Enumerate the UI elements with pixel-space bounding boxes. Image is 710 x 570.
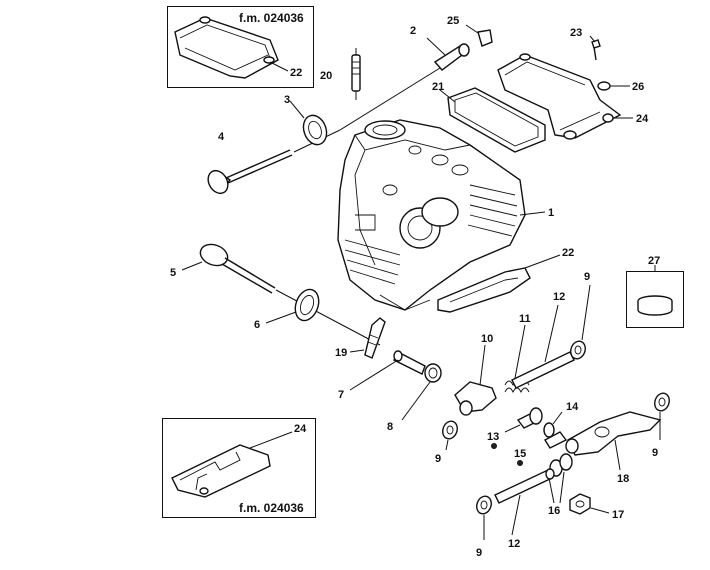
rocker-shaft-12-upper-drawing: [511, 304, 575, 389]
part-label-3: 3: [284, 94, 290, 106]
part-label-26: 26: [632, 81, 644, 93]
ring-27-drawing: [637, 265, 673, 316]
washer-9-left-drawing: [442, 420, 458, 451]
part-label-27: 27: [648, 255, 660, 267]
valve-4-drawing: [207, 129, 341, 195]
rocker-bracket-inset-drawing: [171, 431, 293, 498]
part-label-10: 10: [481, 333, 493, 345]
part-label-12: 12: [553, 291, 565, 303]
rocker-cover-24-drawing: [497, 53, 633, 140]
leader-3: [289, 100, 305, 119]
rocker-arm-18-drawing: [565, 411, 662, 471]
bushing-15-drawing: [517, 431, 568, 466]
part-label-24-inset: 24: [294, 423, 307, 435]
inset-code-label: f.m. 024036: [239, 11, 304, 25]
washer-14-drawing: [543, 411, 563, 438]
part-label-21: 21: [432, 81, 444, 93]
nut-26-drawing: [597, 81, 630, 91]
part-label-25: 25: [447, 15, 459, 27]
part-label-16: 16: [548, 505, 560, 517]
inset-code-label: f.m. 024036: [239, 501, 304, 515]
part-label-17: 17: [612, 509, 624, 521]
inset-rocker-bracket-24: f.m. 024036: [162, 418, 316, 518]
cap-8-drawing: [401, 363, 442, 421]
part-label-9: 9: [584, 271, 590, 283]
valve-seal-6-drawing: [265, 288, 320, 324]
part-label-8: 8: [387, 421, 393, 433]
part-label-9: 9: [476, 547, 482, 559]
bushing-13-drawing: [491, 407, 543, 449]
rocker-arm-10-drawing: [454, 344, 497, 416]
stud-19-drawing: [349, 317, 386, 359]
nut-17-drawing: [569, 493, 610, 515]
valve-seal-3-drawing: [302, 114, 328, 146]
part-label-12: 12: [508, 538, 520, 550]
washer-9-right-drawing: [654, 392, 670, 440]
valve-guide-7-drawing: [349, 350, 426, 391]
part-label-9: 9: [435, 453, 441, 465]
screw-23-drawing: [589, 35, 601, 61]
gasket-22-drawing: [437, 254, 561, 313]
part-label-11: 11: [519, 313, 531, 325]
washer-9-bottom-drawing: [476, 495, 492, 540]
part-label-15: 15: [514, 448, 526, 460]
valve-cover-inset-drawing: [174, 16, 289, 79]
valve-guide-2-drawing: [339, 37, 470, 131]
stud-20-drawing: [351, 48, 361, 100]
part-label-18: 18: [617, 473, 629, 485]
part-label-13: 13: [487, 431, 499, 443]
rocker-shaft-12-lower-drawing: [494, 468, 555, 536]
leader-1: [519, 211, 546, 216]
part-label-20: 20: [320, 70, 332, 82]
cylinder-head-drawing: [337, 119, 526, 311]
part-label-1: 1: [548, 207, 554, 219]
part-label-7: 7: [338, 389, 344, 401]
valve-5-drawing: [181, 243, 381, 346]
part-label-4: 4: [218, 131, 225, 143]
washer-9-upper-right-drawing: [570, 284, 591, 360]
part-label-14: 14: [566, 401, 579, 413]
part-label-19: 19: [335, 347, 347, 359]
part-label-24: 24: [636, 113, 649, 125]
part-label-2: 2: [410, 25, 416, 37]
part-label-6: 6: [254, 319, 260, 331]
washers-16-drawing: [548, 453, 573, 504]
gasket-21-drawing: [439, 87, 546, 153]
part-label-22-inset: 22: [290, 67, 302, 79]
part-label-5: 5: [170, 267, 176, 279]
part-label-23: 23: [570, 27, 582, 39]
part-label-22: 22: [562, 247, 574, 259]
part-label-9: 9: [652, 447, 658, 459]
bolt-cap-25-drawing: [465, 24, 493, 47]
